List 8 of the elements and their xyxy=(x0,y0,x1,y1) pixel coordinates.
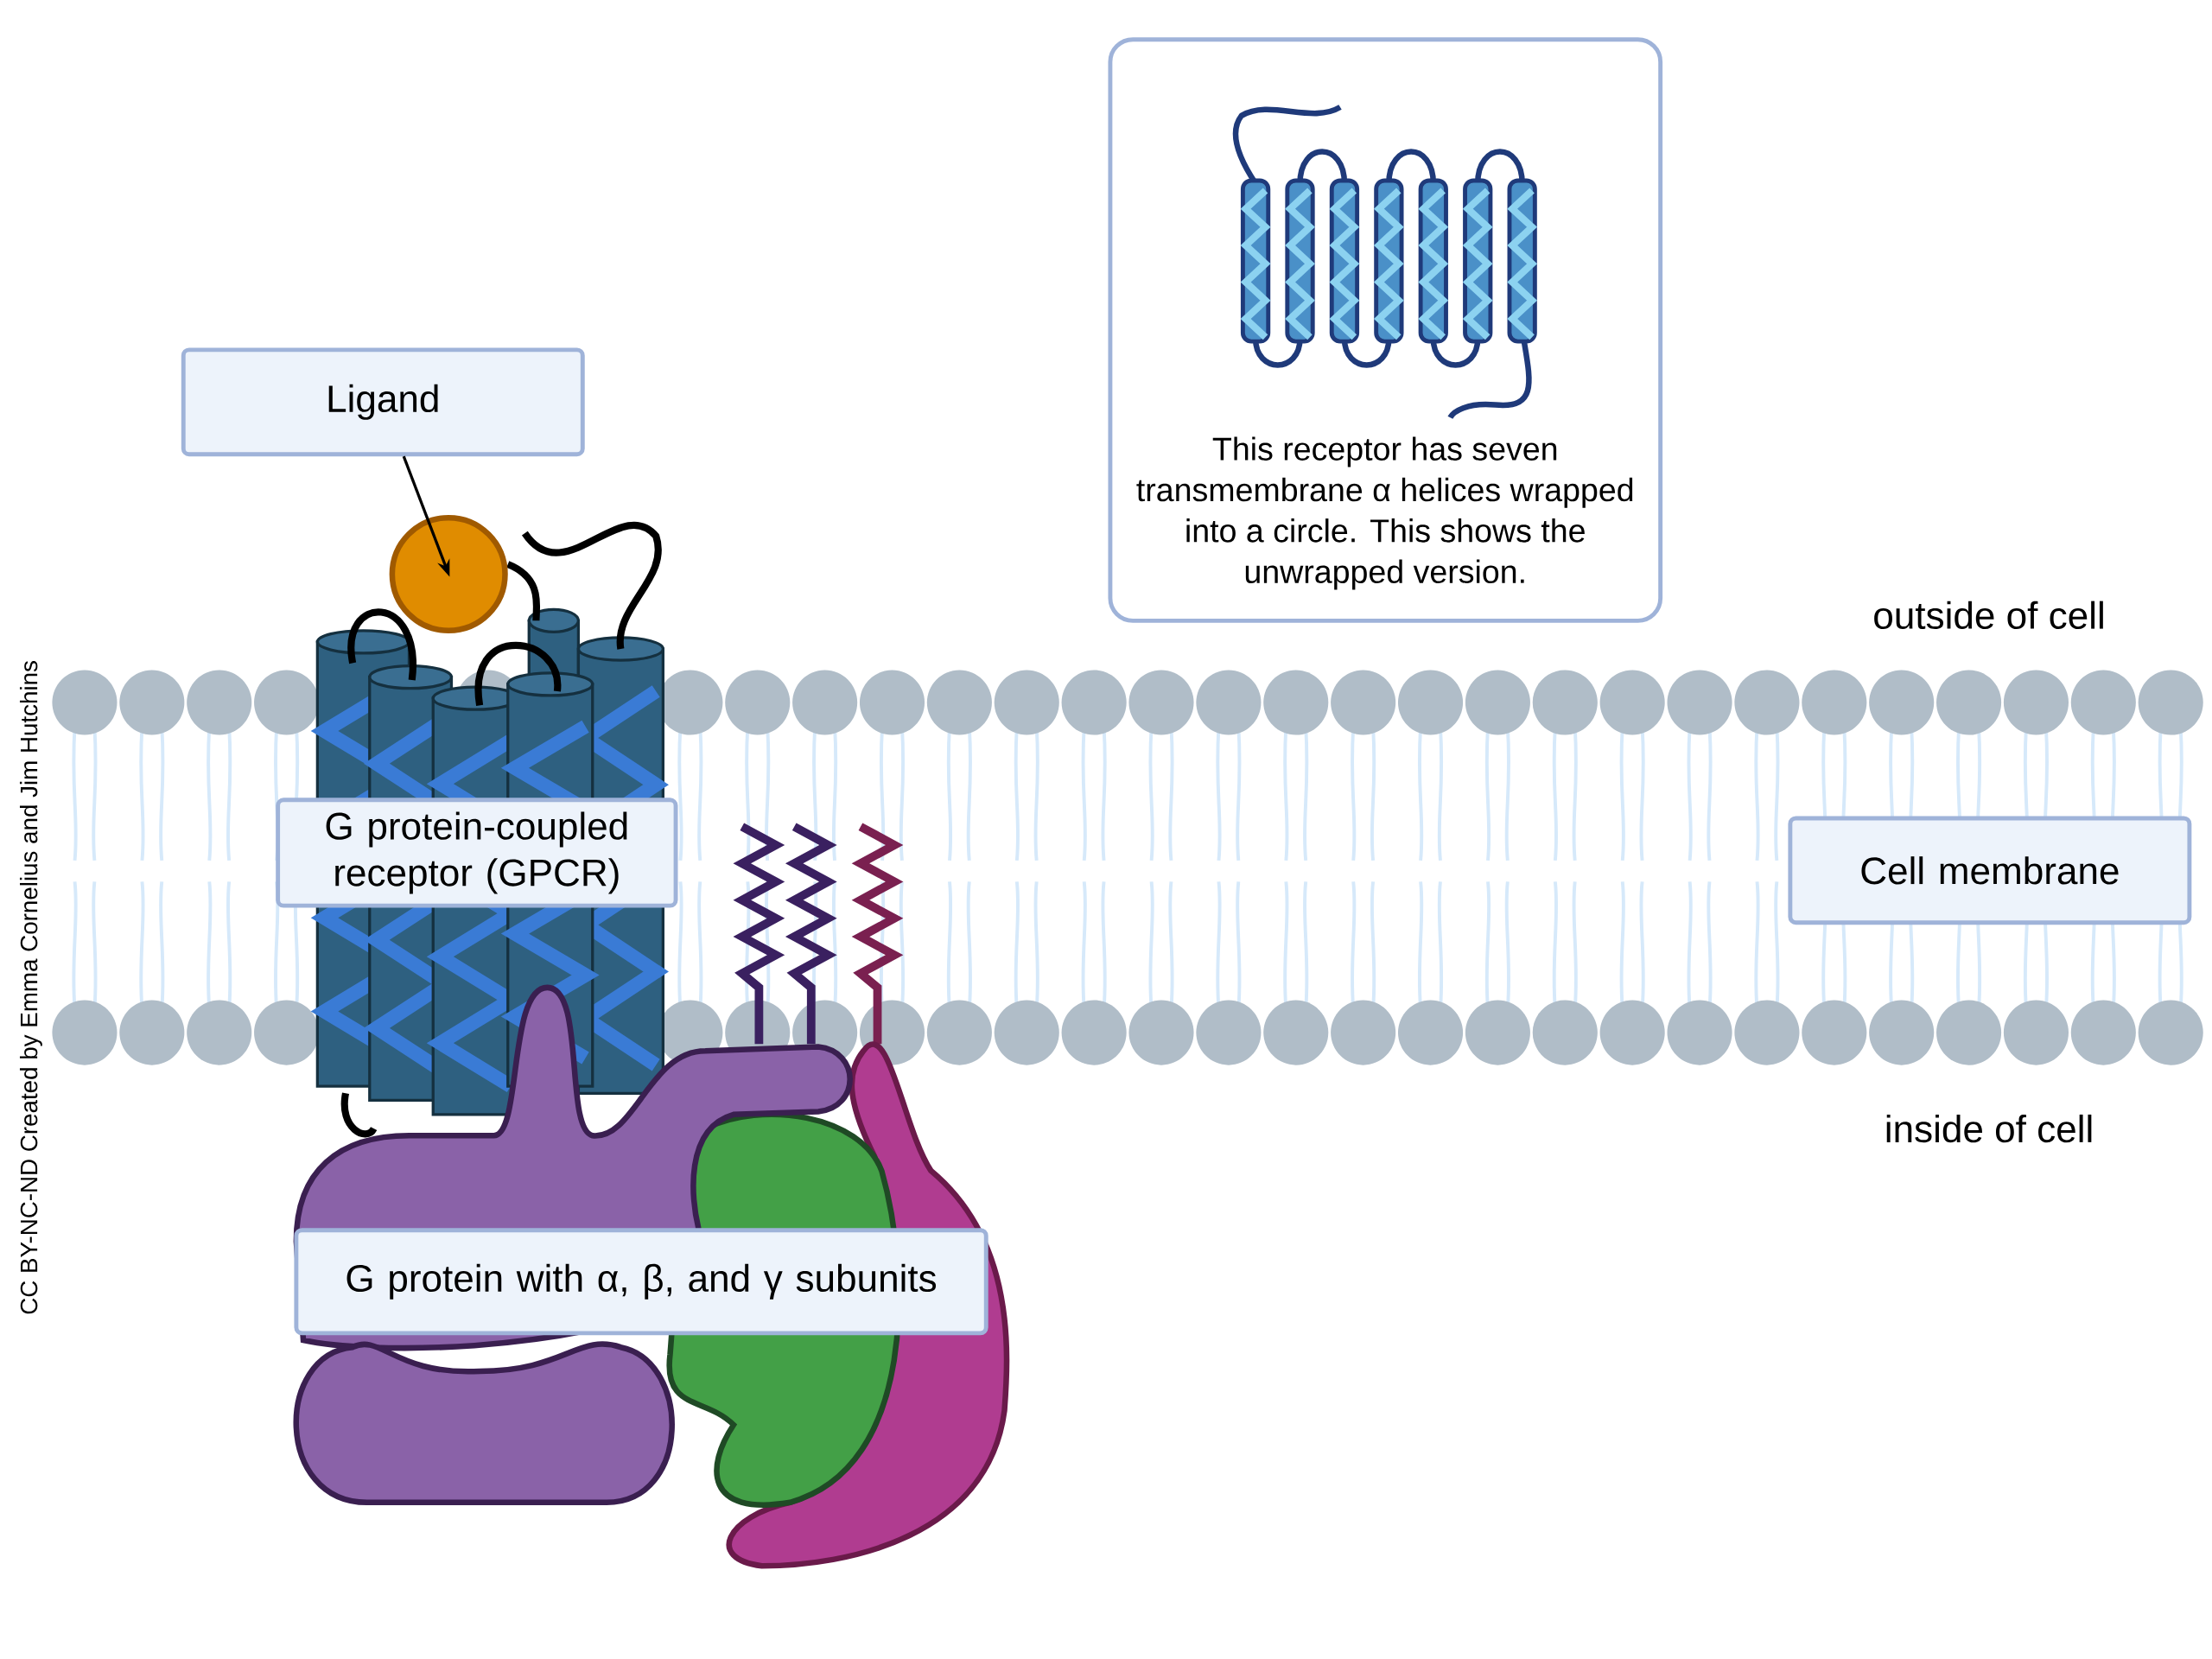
credit-text: CC BY-NC-ND Created by Emma Cornelius and Jim Hutchins xyxy=(20,661,42,1314)
label-box: G protein-coupled receptor (GPCR) xyxy=(276,798,678,908)
label-box: G protein with α, β, and γ subunits xyxy=(294,1228,988,1336)
ligand-ball xyxy=(389,514,508,634)
label-box: Ligand xyxy=(181,347,585,457)
region-label: outside of cell xyxy=(1874,601,2103,629)
label-box: Cell membrane xyxy=(1788,816,2192,925)
region-label: inside of cell xyxy=(1886,1114,2092,1143)
